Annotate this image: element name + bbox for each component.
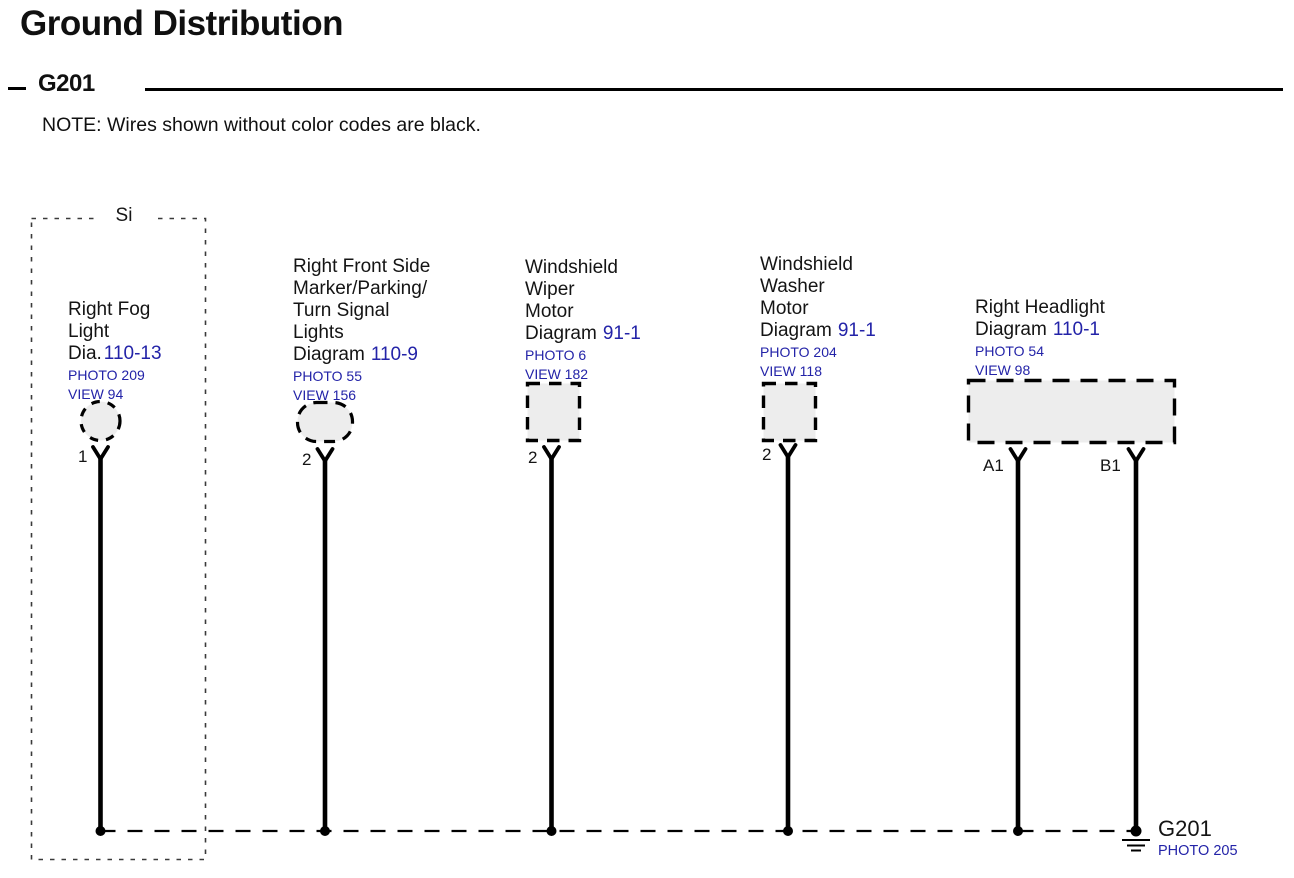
diagram-prefix: Diagram <box>293 344 365 365</box>
pin-label: 1 <box>78 447 88 466</box>
view-ref-link[interactable]: VIEW 118 <box>760 362 822 379</box>
si-trim-label: Si <box>95 205 153 230</box>
view-ref-link[interactable]: VIEW 156 <box>293 386 357 403</box>
section-title: G201 <box>38 70 95 97</box>
note-text: NOTE: Wires shown without color codes ar… <box>42 114 481 136</box>
section-rule <box>145 88 1283 91</box>
photo-ref-link[interactable]: PHOTO 204 <box>760 344 837 360</box>
diagram-prefix: Diagram <box>975 319 1047 340</box>
ground-name-label: G201 <box>1158 816 1212 841</box>
view-ref-link[interactable]: VIEW 98 <box>975 361 1031 378</box>
section-dash <box>8 87 26 90</box>
diagram-ref-link[interactable]: 91-1 <box>837 320 876 341</box>
wiper-motor-connector-outline <box>525 381 582 443</box>
component-name: Windshield Wiper Motor <box>525 257 618 322</box>
headlight-terminal-fork-b1 <box>1126 447 1146 465</box>
component-name: Right Headlight <box>975 297 1105 318</box>
photo-ref-link[interactable]: PHOTO 55 <box>293 368 362 384</box>
junction-dot <box>783 826 793 836</box>
ground-point-dot <box>1130 825 1142 837</box>
headlight-connector-outline <box>966 378 1177 445</box>
view-ref-link[interactable]: VIEW 182 <box>525 365 589 382</box>
diagram-prefix: Diagram <box>525 323 597 344</box>
junction-dot <box>546 826 557 836</box>
diagram-ref-link[interactable]: 91-1 <box>602 323 641 344</box>
component-marker-lights-labels: Right Front Side Marker/Parking/ Turn Si… <box>293 256 430 403</box>
fog-light-connector-outline <box>79 399 122 443</box>
component-name: Right Front Side Marker/Parking/ Turn Si… <box>293 256 431 343</box>
ground-earth-icon <box>1122 839 1150 852</box>
si-option-dashed-box <box>30 217 207 861</box>
marker-lights-connector-outline <box>295 400 355 444</box>
photo-ref-link[interactable]: PHOTO 6 <box>525 347 587 363</box>
pin-label: B1 <box>1100 456 1121 475</box>
pin-label: 2 <box>762 445 772 464</box>
diagram-prefix: Diagram <box>760 320 832 341</box>
washer-motor-terminal-fork <box>778 443 798 461</box>
junction-dot <box>95 826 106 836</box>
photo-ref-link[interactable]: PHOTO 54 <box>975 343 1044 359</box>
ground-photo-ref-link[interactable]: PHOTO 205 <box>1158 843 1238 859</box>
junction-dot <box>320 826 330 836</box>
component-name: Windshield Washer Motor <box>760 254 853 319</box>
diagram-ref-link[interactable]: 110-13 <box>103 343 162 364</box>
washer-motor-connector-outline <box>761 381 818 443</box>
fog-light-terminal-fork <box>91 445 110 463</box>
headlight-terminal-fork-a1 <box>1008 447 1028 465</box>
pin-label: A1 <box>983 456 1004 475</box>
diagram-reference-row: Dia.110-13 <box>68 343 162 365</box>
component-fog-light-labels: Right Fog Light Dia.110-13 PHOTO 209 VIE… <box>68 299 162 402</box>
page-title: Ground Distribution <box>20 4 343 43</box>
diagram-ref-link[interactable]: 110-9 <box>370 344 418 365</box>
photo-ref-link[interactable]: PHOTO 209 <box>68 367 145 383</box>
view-ref-link[interactable]: VIEW 94 <box>68 385 124 402</box>
pin-label: 2 <box>528 448 538 467</box>
wiper-motor-terminal-fork <box>542 445 561 463</box>
diagram-prefix: Dia. <box>68 343 102 364</box>
marker-lights-terminal-fork <box>315 447 335 465</box>
junction-dot <box>1013 826 1023 836</box>
diagram-ref-link[interactable]: 110-1 <box>1052 319 1100 340</box>
component-name: Right Fog Light <box>68 299 151 342</box>
pin-label: 2 <box>302 450 312 469</box>
